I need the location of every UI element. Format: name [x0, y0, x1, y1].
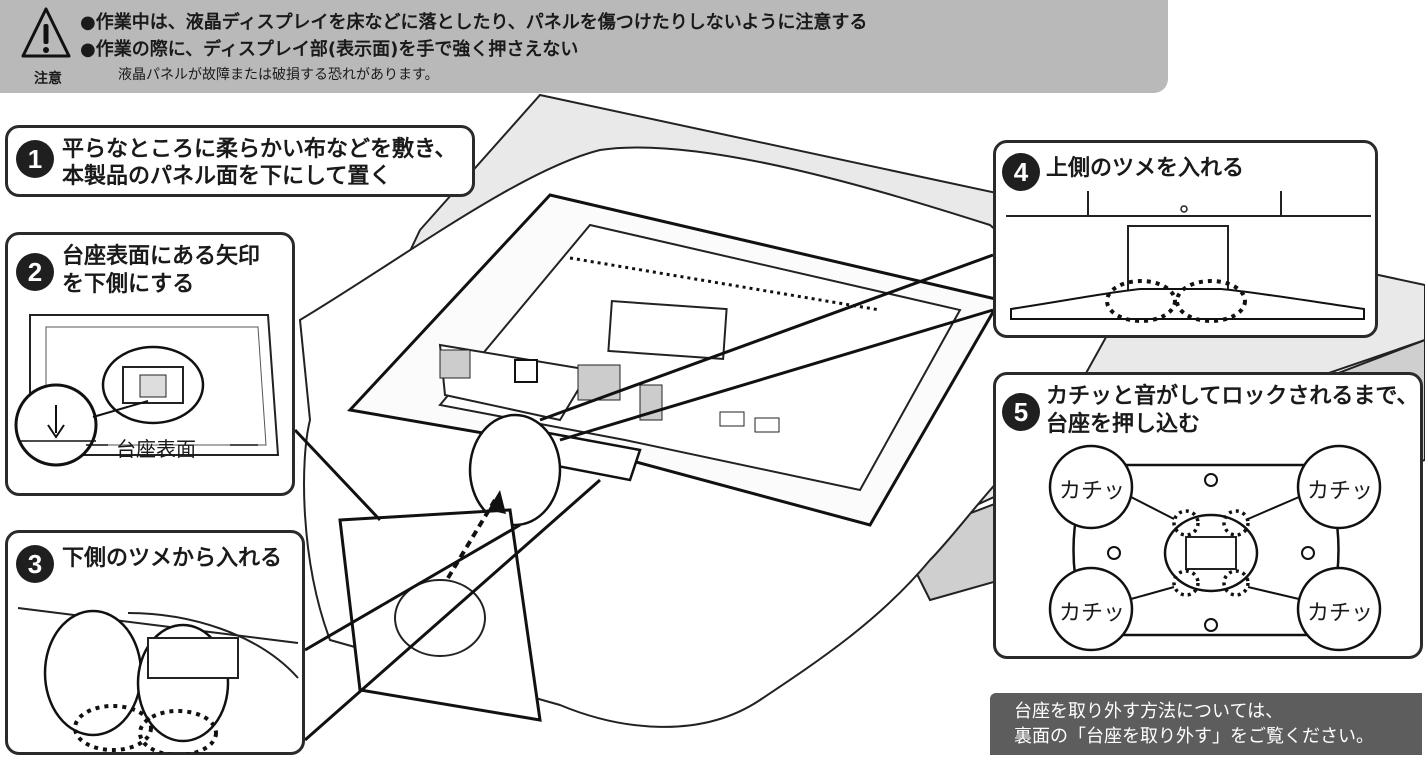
step-1-number: 1 — [16, 140, 54, 178]
step-4-title-line-1: 上側のツメを入れる — [1046, 156, 1245, 181]
caution-line-1: ●作業中は、液晶ディスプレイを床などに落としたり、パネルを傷つけたりしないように… — [80, 12, 868, 33]
step-5-illustration — [1048, 444, 1382, 652]
step-4-box: 4 上側のツメを入れる — [993, 140, 1378, 338]
removal-note-line-1: 台座を取り外す方法については、 — [1014, 701, 1284, 722]
click-label-top-right: カチッ — [1307, 479, 1374, 504]
caution-line-3: 液晶パネルが故障または破損する恐れがあります。 — [118, 67, 439, 83]
step-2-illustration — [14, 314, 280, 467]
step-5-title-line-2: 台座を押し込む — [1046, 412, 1201, 437]
step-3-title-line-1: 下側のツメから入れる — [62, 546, 283, 571]
step-1-box: 1 平らなところに柔らかい布などを敷き、 本製品のパネル面を下にして置く — [5, 125, 475, 197]
warning-triangle-icon — [21, 7, 71, 58]
click-label-top-left: カチッ — [1059, 479, 1126, 504]
step-3-illustration — [17, 607, 299, 753]
step-2-callout: 台座表面 — [116, 437, 196, 461]
removal-note: 台座を取り外す方法については、 裏面の「台座を取り外す」をご覧ください。 — [990, 693, 1422, 755]
step-5-title-line-1: カチッと音がしてロックされるまで、 — [1046, 384, 1419, 409]
stand-hinge — [468, 413, 562, 527]
removal-note-line-2: 裏面の「台座を取り外す」をご覧ください。 — [1014, 726, 1374, 747]
caution-banner: 注意 ●作業中は、液晶ディスプレイを床などに落としたり、パネルを傷つけたりしない… — [0, 0, 1168, 93]
step-1-title-line-2: 本製品のパネル面を下にして置く — [62, 164, 392, 189]
step-4-number: 4 — [1002, 153, 1040, 191]
step-2-number: 2 — [16, 253, 54, 291]
click-label-bottom-right: カチッ — [1307, 601, 1374, 626]
step-5-number: 5 — [1002, 393, 1040, 431]
insert-arrow-icon — [488, 490, 506, 514]
click-label-bottom-left: カチッ — [1059, 601, 1126, 626]
step-1-title-line-1: 平らなところに柔らかい布などを敷き、 — [62, 137, 457, 162]
step-2-box: 2 台座表面にある矢印 を下側にする 台座表面 — [5, 232, 295, 496]
step-3-box: 3 下側のツメから入れる — [5, 530, 305, 755]
step-4-illustration — [1006, 191, 1371, 323]
step-2-title-line-2: を下側にする — [62, 272, 195, 297]
caution-label: 注意 — [34, 71, 62, 87]
caution-line-2: ●作業の際に、ディスプレイ部(表示面)を手で強く押さえない — [80, 39, 579, 60]
step-2-title-line-1: 台座表面にある矢印 — [62, 244, 261, 269]
step-5-box: 5 カチッと音がしてロックされるまで、 台座を押し込む カチッ カチッ カチッ … — [993, 372, 1423, 659]
step-3-number: 3 — [16, 545, 54, 583]
